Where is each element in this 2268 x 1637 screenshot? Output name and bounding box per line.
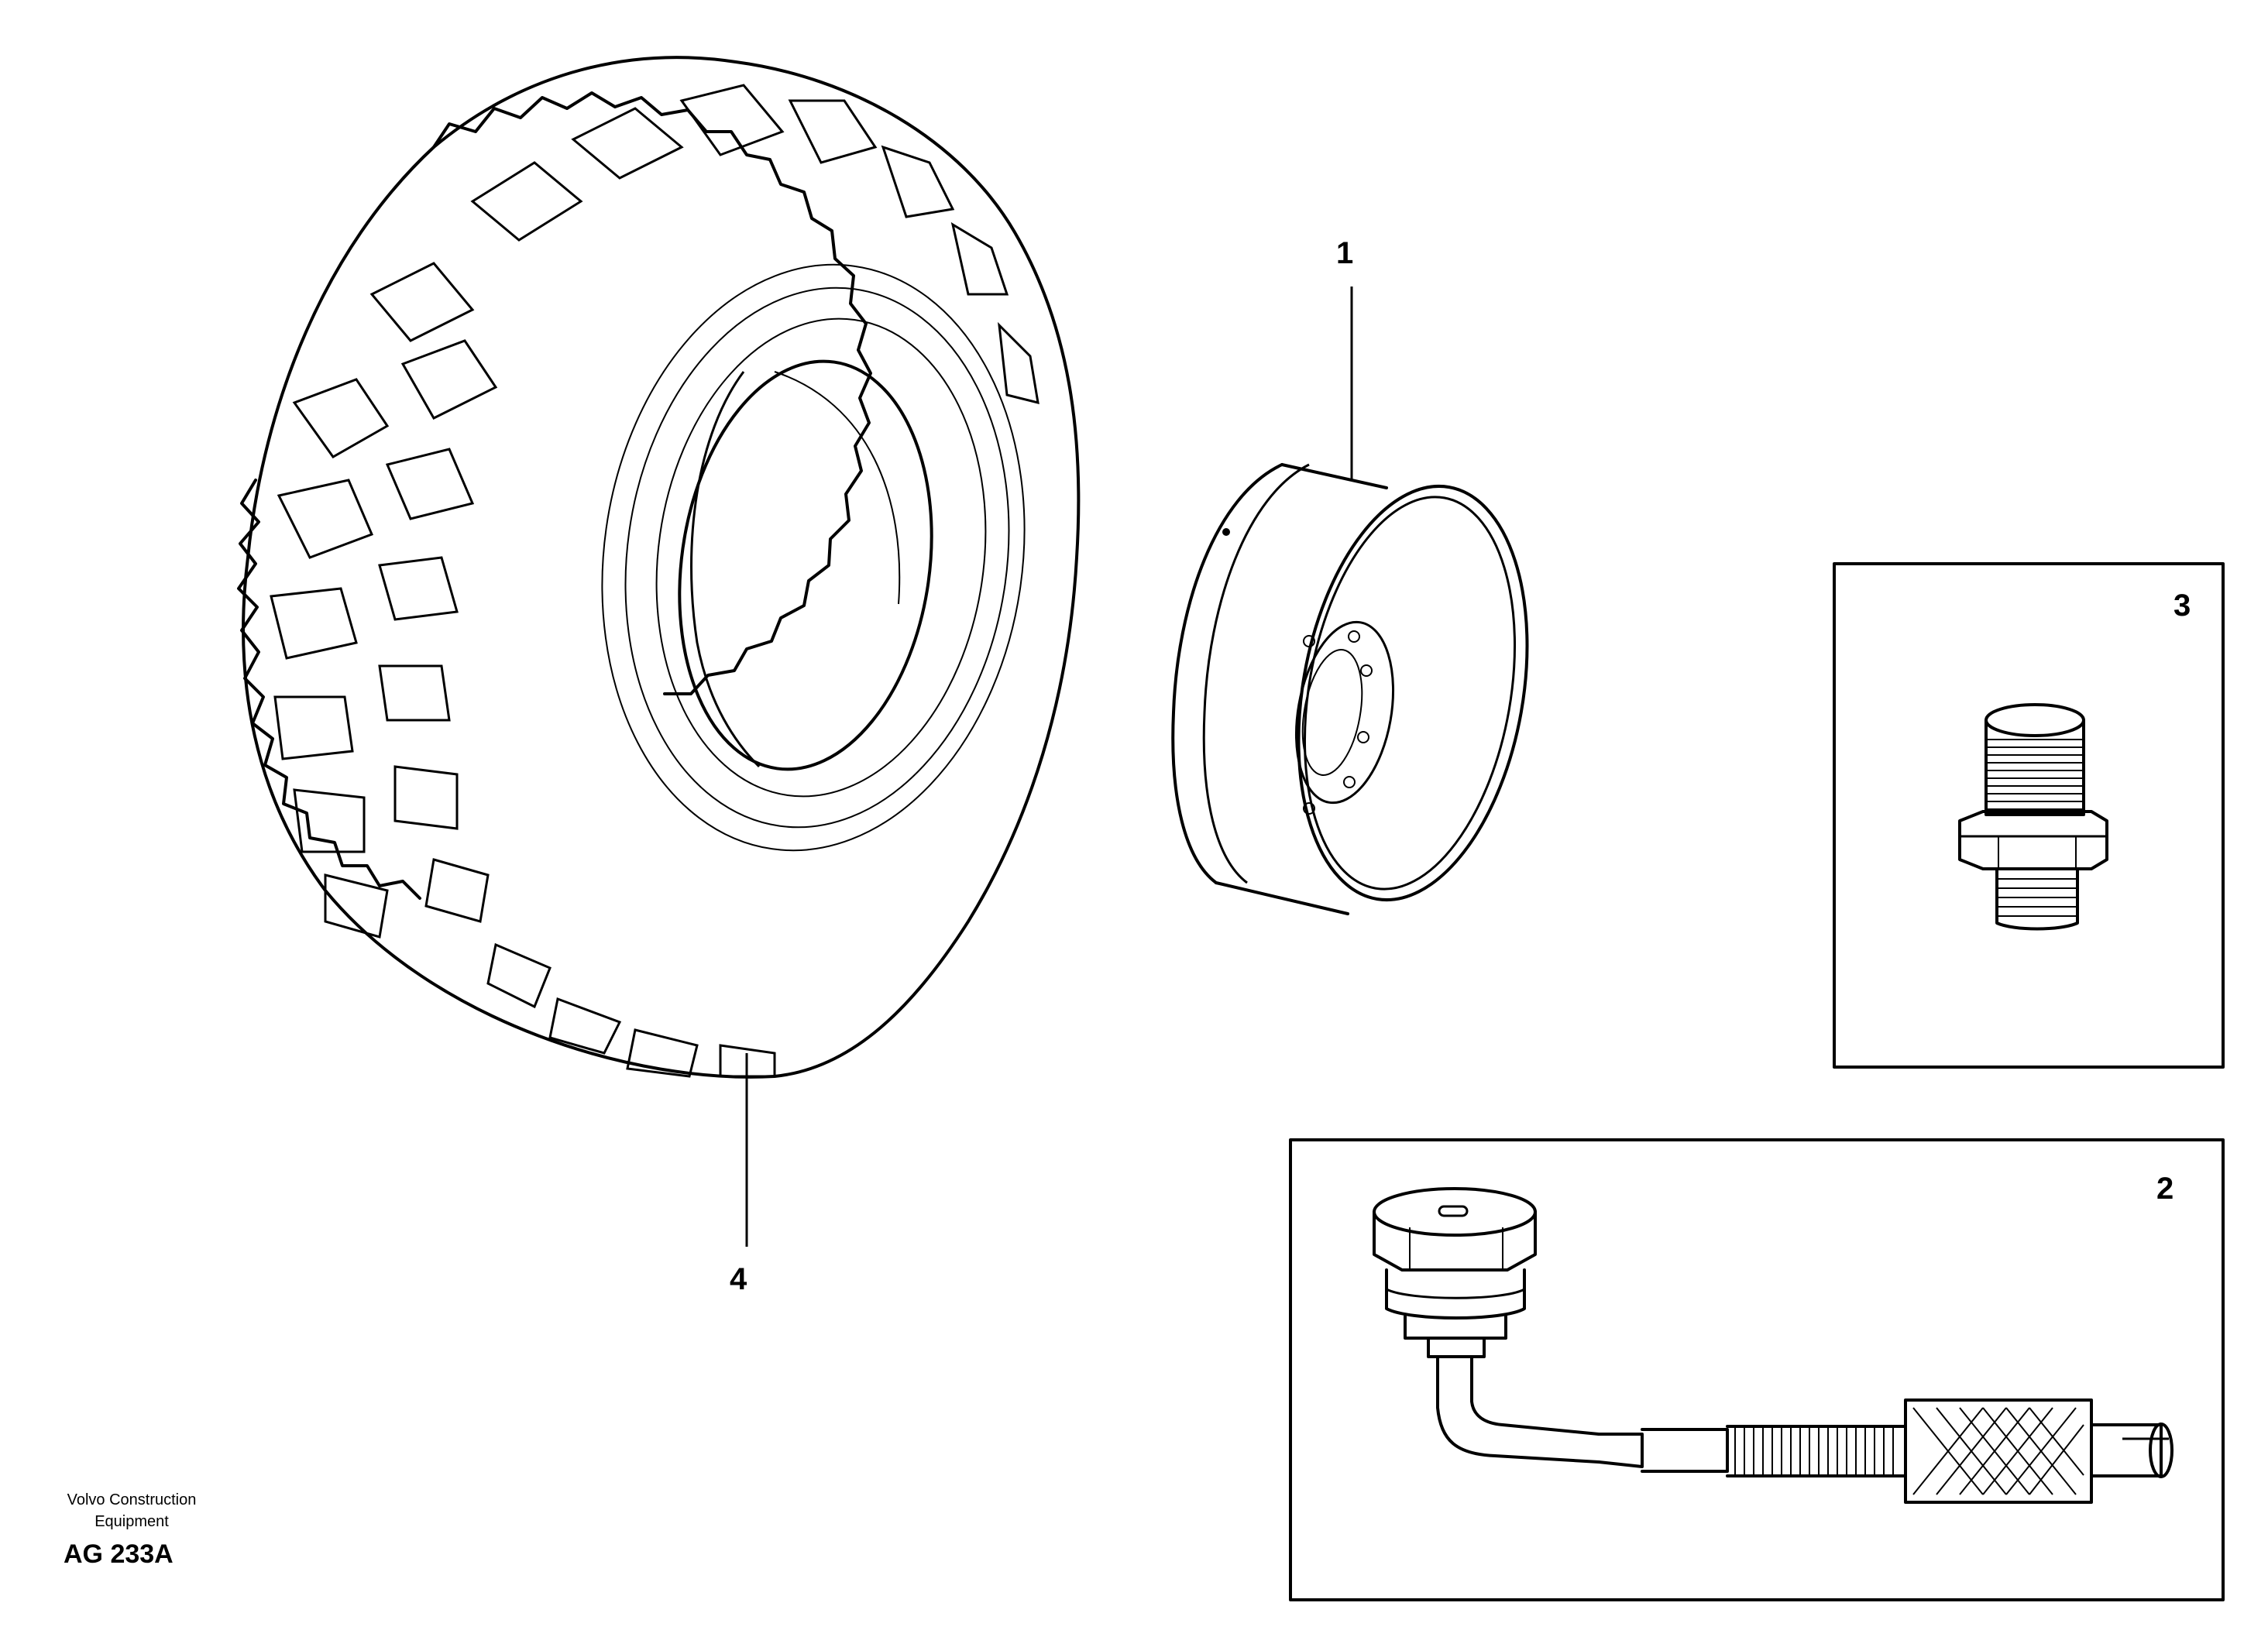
valve-panel: [1289, 1138, 2225, 1601]
valve-icon: [1373, 1187, 2174, 1504]
tyre-callout: 4: [730, 1262, 747, 1296]
rim-callout: 1: [1336, 236, 1353, 270]
adapter-callout: 3: [2174, 589, 2191, 623]
adapter-panel: [1833, 562, 2225, 1069]
tyre-icon: [237, 56, 1081, 1079]
rim-icon: [1171, 463, 1529, 915]
adapter-nipple-icon: [1958, 703, 2108, 931]
drawing-code: AG 233A: [64, 1539, 174, 1569]
maker-line-1: Volvo Construction: [67, 1491, 197, 1508]
maker-line-2: Equipment: [94, 1513, 169, 1530]
valve-callout: 2: [2156, 1172, 2174, 1206]
